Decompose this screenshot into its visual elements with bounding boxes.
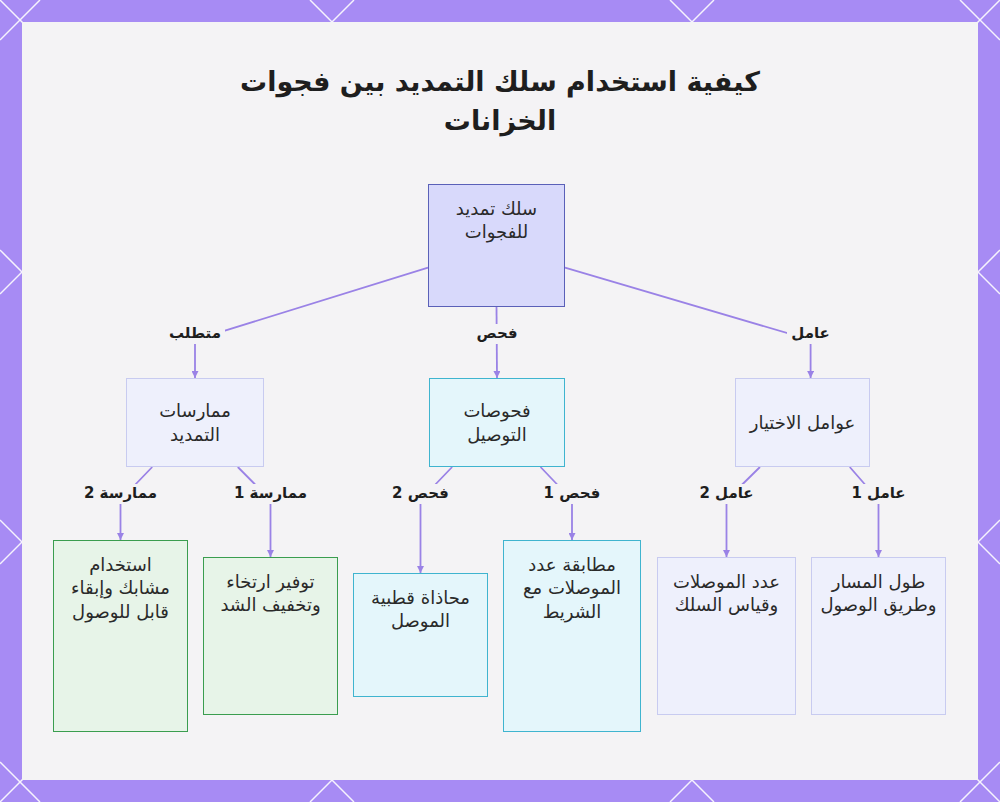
- category-box: فحوصات التوصيل: [429, 378, 565, 467]
- connector: [421, 467, 453, 573]
- root-box: سلك تمديد للفجوات: [428, 184, 565, 307]
- edge-label: فحص 2: [388, 484, 453, 504]
- node-text: استخدام مشابك وإبقاء قابل للوصول: [62, 553, 179, 623]
- edge-label: ممارسة 1: [230, 484, 311, 504]
- node-text: سلك تمديد للفجوات: [437, 197, 556, 244]
- diagram-title: كيفية استخدام سلك التمديد بين فجوات الخز…: [240, 62, 760, 140]
- edge-label: فحص: [472, 324, 521, 344]
- node-text: عدد الموصلات وقياس السلك: [666, 570, 787, 617]
- edge-label: عامل 1: [847, 484, 909, 504]
- edge-label: متطلب: [165, 324, 225, 344]
- node-text: عوامل الاختيار: [750, 411, 855, 434]
- inner-panel: [22, 22, 978, 780]
- connector: [565, 268, 811, 378]
- node-text: مطابقة عدد الموصلات مع الشريط: [512, 553, 632, 623]
- leaf-box: مطابقة عدد الموصلات مع الشريط: [503, 540, 641, 732]
- edge-label: فحص 1: [540, 484, 605, 504]
- connector: [238, 467, 271, 557]
- leaf-box: عدد الموصلات وقياس السلك: [657, 557, 796, 715]
- leaf-box: محاذاة قطبية الموصل: [353, 573, 488, 697]
- category-box: ممارسات التمديد: [126, 378, 264, 467]
- connector: [850, 467, 879, 557]
- category-box: عوامل الاختيار: [735, 378, 870, 467]
- leaf-box: استخدام مشابك وإبقاء قابل للوصول: [53, 540, 188, 732]
- leaf-box: طول المسار وطريق الوصول: [811, 557, 946, 715]
- node-text: ممارسات التمديد: [135, 399, 255, 446]
- node-text: طول المسار وطريق الوصول: [820, 570, 937, 617]
- leaf-box: توفير ارتخاء وتخفيف الشد: [203, 557, 338, 715]
- edge-label: ممارسة 2: [80, 484, 161, 504]
- node-text: توفير ارتخاء وتخفيف الشد: [212, 570, 329, 617]
- edge-label: عامل 2: [695, 484, 757, 504]
- node-text: فحوصات التوصيل: [438, 399, 556, 446]
- connector: [727, 467, 760, 557]
- edge-label: عامل: [787, 324, 834, 344]
- node-text: محاذاة قطبية الموصل: [362, 586, 479, 633]
- connector: [195, 268, 428, 378]
